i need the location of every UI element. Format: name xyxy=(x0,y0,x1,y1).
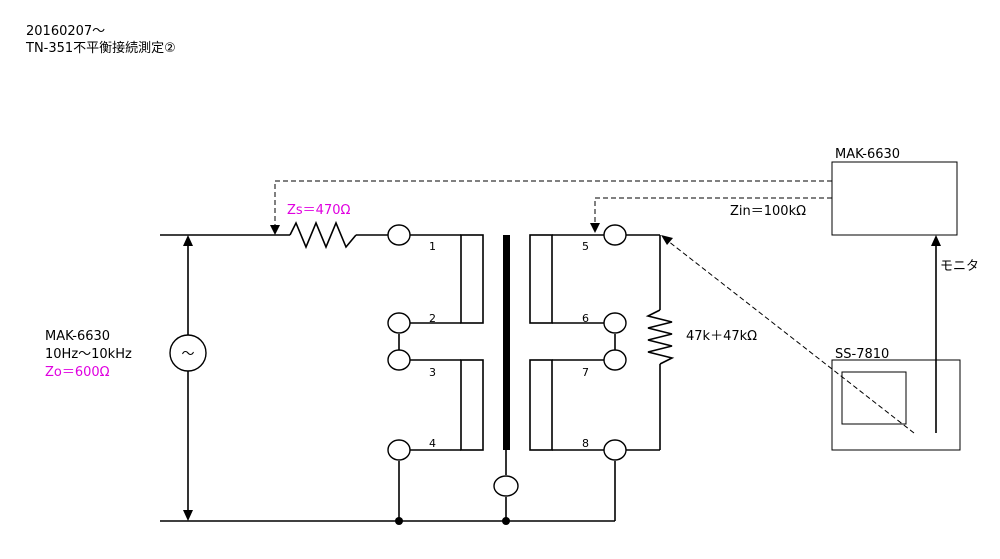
primary-winding-lower xyxy=(460,359,484,451)
source-arrow-head-bottom xyxy=(183,510,193,521)
series-resistor-label: Zs＝470Ω xyxy=(287,203,350,218)
primary-winding-upper xyxy=(460,234,484,324)
header-date: 20160207～ xyxy=(26,24,105,39)
probe-arrow-source xyxy=(270,225,280,235)
terminal-8 xyxy=(603,439,627,461)
header-title: TN-351不平衡接続測定② xyxy=(25,40,176,56)
terminal-3-label: 3 xyxy=(429,366,436,379)
terminal-2 xyxy=(387,312,411,334)
scope-screen xyxy=(841,371,907,425)
ac-generator xyxy=(169,334,207,372)
terminal-1 xyxy=(387,224,411,246)
terminal-8-label: 8 xyxy=(582,437,589,450)
terminal-6 xyxy=(603,312,627,334)
source-arrow-head-top xyxy=(183,235,193,246)
junction-dot-t4 xyxy=(395,517,403,525)
scope-name: SS-7810 xyxy=(835,347,889,362)
secondary-winding-upper xyxy=(529,234,553,324)
junction-dot-shield xyxy=(502,517,510,525)
load-resistor-label: 47k＋47kΩ xyxy=(686,329,757,344)
transformer-core xyxy=(503,235,510,450)
shield-terminal xyxy=(493,475,519,497)
ac-generator-symbol: ～ xyxy=(181,347,194,362)
scope-probe-arrow xyxy=(661,235,673,245)
secondary-winding-lower xyxy=(529,359,553,451)
monitor-label: モニタ xyxy=(940,259,979,274)
terminal-6-label: 6 xyxy=(582,312,589,325)
terminal-7 xyxy=(603,349,627,371)
series-resistor-zs xyxy=(289,220,357,250)
terminal-5 xyxy=(603,224,627,246)
source-name: MAK-6630 xyxy=(45,329,110,344)
load-resistor xyxy=(645,309,675,365)
probe-line-source xyxy=(274,180,832,227)
terminal-2-label: 2 xyxy=(429,312,436,325)
analyzer-input-impedance: Zin＝100kΩ xyxy=(730,204,806,219)
source-freq: 10Hz～10kHz xyxy=(45,347,132,362)
terminal-4-label: 4 xyxy=(429,437,436,450)
terminal-4 xyxy=(387,439,411,461)
source-impedance: Zo＝600Ω xyxy=(45,365,110,380)
analyzer-name: MAK-6630 xyxy=(835,147,900,162)
terminal-3 xyxy=(387,349,411,371)
terminal-7-label: 7 xyxy=(582,366,589,379)
analyzer-box xyxy=(831,161,958,236)
monitor-arrow xyxy=(931,235,941,246)
scope-probe-line xyxy=(667,240,915,434)
probe-arrow-output xyxy=(590,223,600,233)
terminal-5-label: 5 xyxy=(582,240,589,253)
terminal-1-label: 1 xyxy=(429,240,436,253)
probe-line-output xyxy=(594,197,832,225)
